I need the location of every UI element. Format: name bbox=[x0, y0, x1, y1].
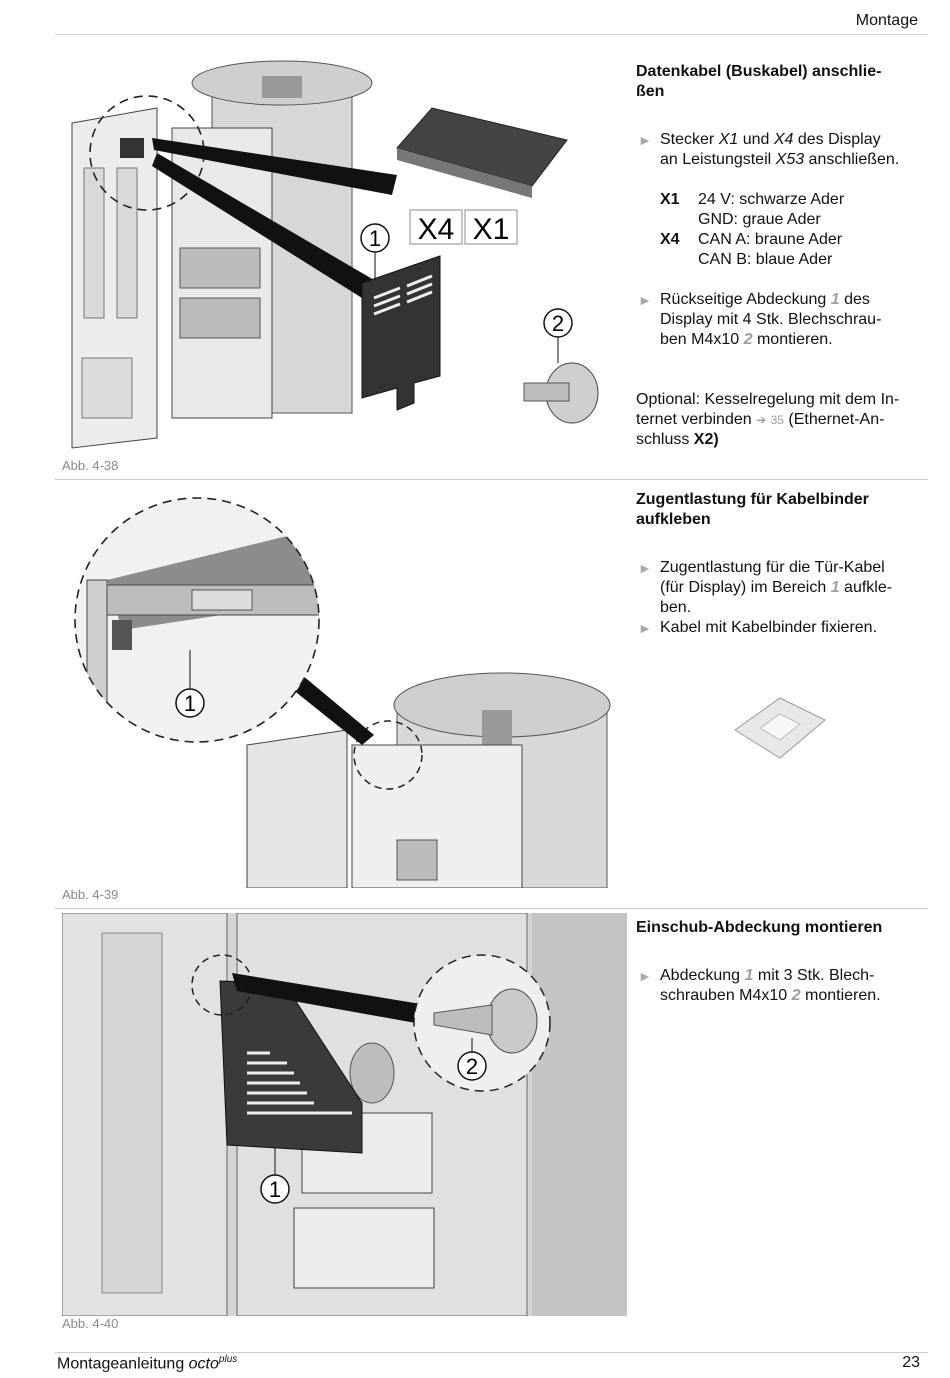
instruction-step: ► Rückseitige Abdeckung 1 des Display mi… bbox=[638, 291, 882, 348]
callout-2: 2 bbox=[466, 1054, 478, 1079]
callout-1: 1 bbox=[184, 691, 196, 716]
section-title: Einschub-Abdeckung montieren bbox=[636, 919, 883, 936]
connector-label-x1: X1 bbox=[473, 213, 510, 246]
instruction-step: ► Kabel mit Kabelbinder fixieren. bbox=[638, 619, 878, 636]
instruction-step: ► Stecker X1 und X4 des Display an Leist… bbox=[638, 131, 900, 168]
connector-label-x4: X4 bbox=[418, 213, 455, 246]
section-title: Datenkabel (Buskabel) anschlie-ßen bbox=[636, 63, 882, 100]
page-number: 23 bbox=[902, 1354, 920, 1371]
figure-caption: Abb. 4-40 bbox=[62, 1316, 119, 1331]
figure-caption: Abb. 4-39 bbox=[62, 887, 119, 902]
figure-4-39: 1 bbox=[74, 497, 611, 888]
instruction-step: ► Abdeckung 1 mit 3 Stk. Blech- schraube… bbox=[638, 967, 881, 1004]
figure-4-38: X4 X1 1 2 bbox=[71, 60, 599, 449]
figure-4-40: 2 1 bbox=[62, 913, 627, 1316]
section-divider bbox=[55, 479, 928, 480]
callout-1: 1 bbox=[369, 226, 381, 251]
running-header: Montage bbox=[855, 12, 918, 29]
instruction-step: ► Zugentlastung für die Tür-Kabel (für D… bbox=[638, 559, 893, 616]
footer-title: Montageanleitung octoplus bbox=[57, 1354, 238, 1373]
callout-2: 2 bbox=[552, 311, 564, 336]
header-rule bbox=[55, 34, 928, 35]
section-einschub-abdeckung: Einschub-Abdeckung montieren ► Abdeckung… bbox=[636, 918, 926, 1006]
page-reference-arrow-icon: ➔ bbox=[756, 413, 767, 427]
page-reference-link[interactable]: 35 bbox=[770, 413, 784, 427]
section-datenkabel: Datenkabel (Buskabel) anschlie-ßen ► Ste… bbox=[636, 62, 926, 450]
footer-rule bbox=[55, 1352, 928, 1353]
cable-tie-mount-image bbox=[734, 697, 826, 759]
section-divider bbox=[55, 908, 928, 909]
callout-1: 1 bbox=[269, 1177, 281, 1202]
figure-caption: Abb. 4-38 bbox=[62, 458, 119, 473]
optional-note: Optional: Kesselregelung mit dem In- ter… bbox=[636, 391, 900, 448]
